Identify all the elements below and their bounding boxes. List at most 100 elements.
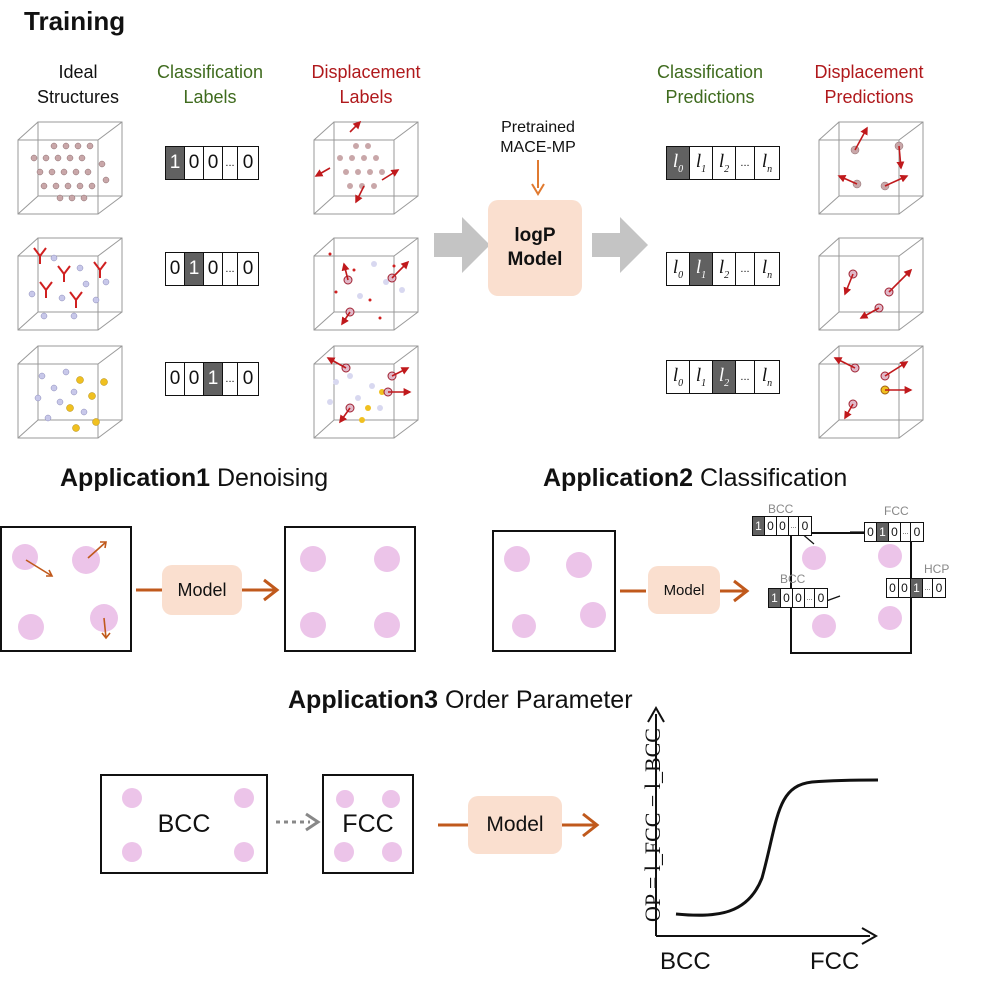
pred-cell: l2 [713, 361, 736, 393]
label-cell: 0 [185, 363, 204, 395]
atom [12, 544, 38, 570]
pred-cell: ... [736, 361, 755, 393]
app3-fcc-label: FCC [342, 810, 394, 838]
label-cell: 1 [166, 147, 185, 179]
vec-cell: 0 [887, 579, 899, 597]
atom [336, 790, 354, 808]
vec-cell: 1 [769, 589, 781, 607]
app1-model-box: Model [162, 565, 242, 615]
label-vector-row2: 0 1 0 ... 0 [165, 252, 259, 286]
atom [878, 544, 902, 568]
ideal-structure-bcc-cube [17, 121, 123, 215]
label-cell: 0 [166, 253, 185, 285]
pred-cell: ln [761, 257, 773, 281]
app3-arrows-icon [438, 812, 600, 838]
app2-title-bold: Application2 [543, 464, 694, 492]
label-cell: ... [223, 147, 238, 179]
pred-cell: l0 [667, 253, 690, 285]
dotted-arrow-icon [276, 812, 321, 832]
displacement-label-cube-1 [313, 120, 419, 215]
atom [374, 612, 400, 638]
training-title: Training [24, 6, 126, 36]
vec-cell: 0 [801, 519, 809, 533]
atom [300, 546, 326, 572]
atom [122, 788, 142, 808]
displacement-prediction-cube-2 [818, 237, 924, 331]
atom [566, 552, 592, 578]
label-cell: 0 [166, 363, 185, 395]
atom [18, 614, 44, 640]
pred-cell: ... [736, 253, 755, 285]
displacement-label-cube-2 [313, 237, 419, 331]
app2-title-rest: Classification [699, 464, 848, 492]
header-classification-labels: Classification Labels [156, 62, 264, 107]
vec-cell: 0 [913, 525, 921, 539]
label-cell: 0 [242, 152, 254, 173]
x-label-right: FCC [810, 948, 860, 975]
app1-denoised-box [284, 526, 416, 652]
atom [374, 546, 400, 572]
y-axis-arrowhead [647, 705, 665, 723]
app2-vec-hcp: 0 0 1 ... 0 [886, 578, 946, 598]
atom [580, 602, 606, 628]
pred-cell: l2 [713, 147, 736, 179]
pred-cell: l0 [667, 147, 690, 179]
pred-cell: l0 [667, 361, 690, 393]
app3-title-rest: Order Parameter [444, 686, 633, 714]
ideal-structure-fcc-cube [17, 345, 123, 439]
vec-cell: 0 [889, 523, 901, 541]
atom [812, 614, 836, 638]
label-vector-row3: 0 0 1 ... 0 [165, 362, 259, 396]
app2-vec-bcc2: 1 0 0 ... 0 [768, 588, 828, 608]
label-vector-row1: 1 0 0 ... 0 [165, 146, 259, 180]
app2-bcc2-label: BCC [780, 572, 806, 586]
vec-cell: ... [789, 517, 799, 535]
vec-cell: 0 [793, 589, 805, 607]
app1-noisy-box [0, 526, 132, 652]
pretrained-arrow-icon [531, 160, 545, 196]
order-parameter-plot [647, 705, 879, 945]
vec-cell: 1 [753, 517, 765, 535]
vec-cell: 0 [777, 517, 789, 535]
label-cell: 0 [185, 147, 204, 179]
app2-vec-bcc1: 1 0 0 ... 0 [752, 516, 812, 536]
app2-bcc1-label: BCC [768, 502, 794, 516]
op-ylabel: OP = l_FCC − l_BCC [640, 728, 665, 922]
app2-model-box: Model [648, 566, 720, 614]
app2-input-box [492, 530, 616, 652]
vec-cell: ... [901, 523, 911, 541]
label-cell: 0 [242, 258, 254, 279]
vec-cell: 0 [935, 581, 943, 595]
atom [512, 614, 536, 638]
logp-model-box: logP Model [488, 200, 582, 296]
pretrained-label: Pretrained MACE-MP [500, 119, 576, 156]
app2-hcp-label: HCP [924, 562, 950, 576]
app3-title: Application3 Order Parameter [288, 686, 633, 715]
flow-arrow-out-icon [592, 217, 648, 273]
app1-title-rest: Denoising [216, 464, 329, 492]
label-cell: 0 [242, 368, 254, 389]
pred-cell: ln [761, 365, 773, 389]
app3-bcc-box: BCC [100, 774, 268, 874]
x-axis-arrowhead [861, 927, 879, 945]
vec-cell: ... [923, 579, 933, 597]
app2-fcc-label: FCC [884, 504, 909, 518]
label-cell: ... [223, 363, 238, 395]
vec-cell: 0 [865, 523, 877, 541]
atom [300, 612, 326, 638]
app1-arrows-icon [136, 578, 280, 602]
atom [234, 788, 254, 808]
vec-cell: 0 [817, 591, 825, 605]
prediction-vector-row1: l0 l1 l2 ... ln [666, 146, 780, 180]
ideal-structure-hcp-cube [17, 237, 123, 331]
pred-cell: ... [736, 147, 755, 179]
app1-title: Application1 Denoising [60, 464, 328, 493]
atom [802, 546, 826, 570]
app3-title-bold: Application3 [288, 686, 439, 714]
displacement-prediction-cube-3 [818, 345, 924, 439]
app2-vec-fcc: 0 1 0 ... 0 [864, 522, 924, 542]
pred-cell: ln [761, 151, 773, 175]
pred-cell: l2 [713, 253, 736, 285]
app2-title: Application2 Classification [543, 464, 847, 493]
label-cell: ... [223, 253, 238, 285]
